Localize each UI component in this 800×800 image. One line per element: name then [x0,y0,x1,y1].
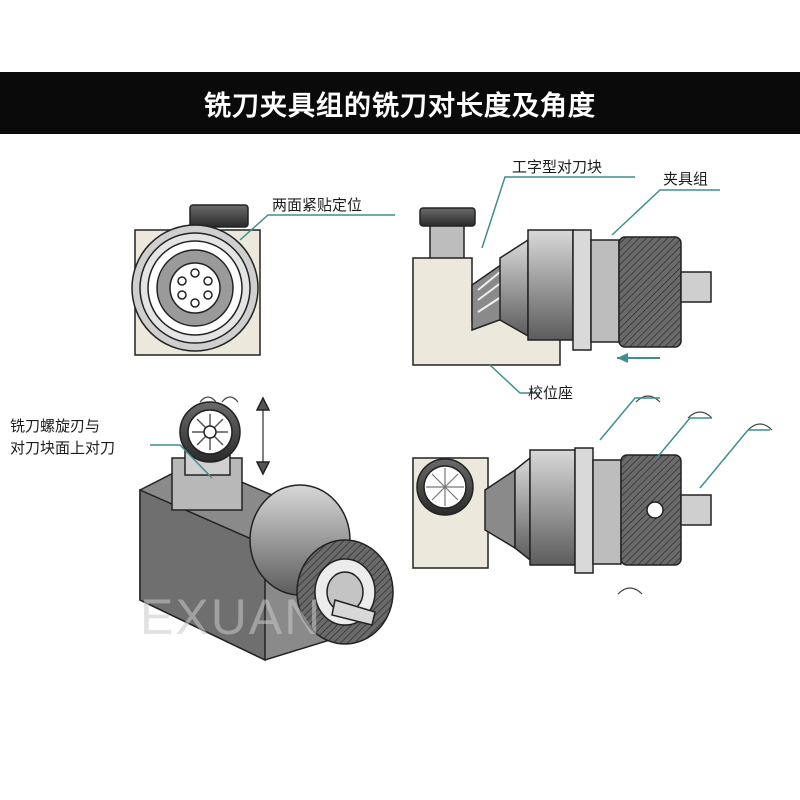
front-view [131,204,261,356]
leader-lines [150,176,770,489]
label-helix-line1: 铣刀螺旋刃与 [10,417,101,435]
label-two-faces: 两面紧贴定位 [272,196,363,214]
label-seat: 校位座 [528,384,574,402]
side-view [412,207,712,366]
label-helix-line2: 对刀块面上对刀 [10,439,116,457]
label-i-block: 工字型对刀块 [512,158,603,176]
label-fixture-group: 夹具组 [663,170,709,188]
watermark: EXUAN [140,589,323,645]
page-title: 铣刀夹具组的铣刀对长度及角度 [0,72,800,134]
isometric-view [139,396,394,662]
dial-side-view [412,395,773,595]
